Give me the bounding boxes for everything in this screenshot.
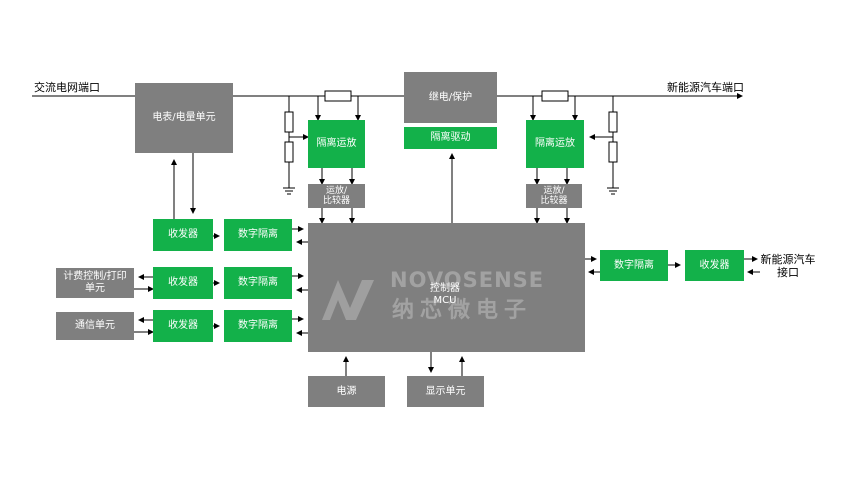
relay-protection: 继电/保护 <box>404 72 497 123</box>
watermark-brand-cn: 纳芯微电子 <box>392 298 533 323</box>
power-supply: 电源 <box>308 376 385 407</box>
billing-print-unit: 计费控制/打印单元 <box>56 268 134 298</box>
current-sense-taps <box>315 96 578 121</box>
display-unit: 显示单元 <box>407 376 484 407</box>
opamp-comparator-left: 运放/比较器 <box>308 184 365 208</box>
opamp-comparator-right: 运放/比较器 <box>526 184 582 208</box>
transceiver-comm: 收发器 <box>153 310 213 342</box>
isolated-drive: 隔离驱动 <box>404 127 497 149</box>
voltage-divider-right <box>589 96 619 195</box>
novosense-logo-icon <box>322 280 374 320</box>
right-row-links <box>585 256 760 275</box>
digital-isolator-1: 数字隔离 <box>224 219 292 251</box>
digital-isolator-2: 数字隔离 <box>224 267 292 299</box>
opamp-links <box>319 168 570 224</box>
ev-port-label: 新能源汽车端口 <box>667 81 744 94</box>
isolated-opamp-left: 隔离运放 <box>308 120 365 168</box>
transceiver-billing: 收发器 <box>153 267 213 299</box>
ac-grid-port-label: 交流电网端口 <box>34 81 100 94</box>
communication-unit: 通信单元 <box>56 312 134 340</box>
left-row-links <box>134 226 308 336</box>
transceiver-meter: 收发器 <box>153 219 213 251</box>
meter-links <box>171 153 196 219</box>
ev-interface-label: 新能源汽车接口 <box>760 253 816 279</box>
resistor-left-series <box>324 90 352 102</box>
resistor-right-series <box>541 90 569 102</box>
bottom-links <box>343 352 465 376</box>
isolated-opamp-right: 隔离运放 <box>526 120 584 168</box>
watermark-brand-en: NOVOSENSE <box>390 268 545 292</box>
voltage-divider-left <box>283 96 309 195</box>
digital-isolator-4: 数字隔离 <box>600 250 668 281</box>
digital-isolator-3: 数字隔离 <box>224 310 292 342</box>
meter-unit: 电表/电量单元 <box>135 83 233 153</box>
mcu-controller <box>308 223 585 352</box>
transceiver-ev: 收发器 <box>685 250 744 281</box>
